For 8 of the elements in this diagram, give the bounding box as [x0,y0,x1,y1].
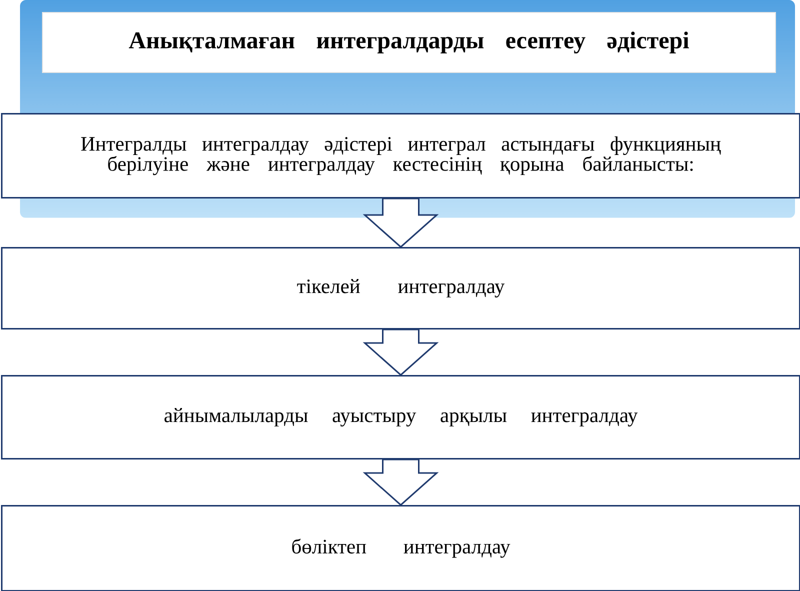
block-arrow [362,198,439,248]
process-box: айнымалыларды ауыстыру арқылы интегралдау [1,375,800,460]
process-box: Интегралды интегралдау әдістері интеграл астындағы функцияның берілуіне және интегралдау кестесінің қорына байланысты: [1,113,800,198]
title-box: Анықталмаған интегралдарды есептеу әдістері [42,12,776,73]
process-box: тікелей интегралдау [1,247,800,330]
process-box: бөліктеп интегралдау [1,505,800,591]
block-arrow [362,328,439,376]
block-arrow [362,458,439,506]
